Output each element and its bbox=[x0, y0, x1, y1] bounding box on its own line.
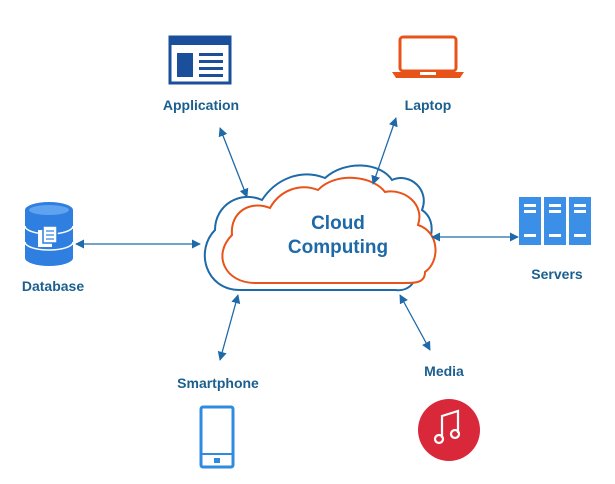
label-application: Application bbox=[162, 97, 240, 113]
cloud-title-line1: Cloud bbox=[311, 213, 365, 234]
smartphone-icon bbox=[199, 405, 235, 469]
label-smartphone: Smartphone bbox=[177, 375, 259, 391]
cloud-outline-orange bbox=[221, 176, 437, 284]
cloud-title-line2: Computing bbox=[287, 237, 389, 258]
label-laptop: Laptop bbox=[404, 97, 452, 113]
arrow-laptop bbox=[371, 117, 398, 185]
label-servers: Servers bbox=[531, 266, 583, 282]
cloud-computing-title: Cloud Computing bbox=[288, 212, 388, 260]
application-window-icon bbox=[168, 35, 232, 85]
label-database: Database bbox=[21, 278, 85, 294]
laptop-icon bbox=[392, 35, 464, 78]
arrow-smartphone bbox=[217, 294, 241, 361]
arrow-media bbox=[399, 294, 431, 351]
arrow-application bbox=[218, 127, 249, 198]
servers-icon bbox=[519, 197, 591, 245]
label-media: Media bbox=[424, 363, 464, 379]
database-icon bbox=[24, 202, 74, 266]
music-note-icon bbox=[418, 399, 480, 461]
